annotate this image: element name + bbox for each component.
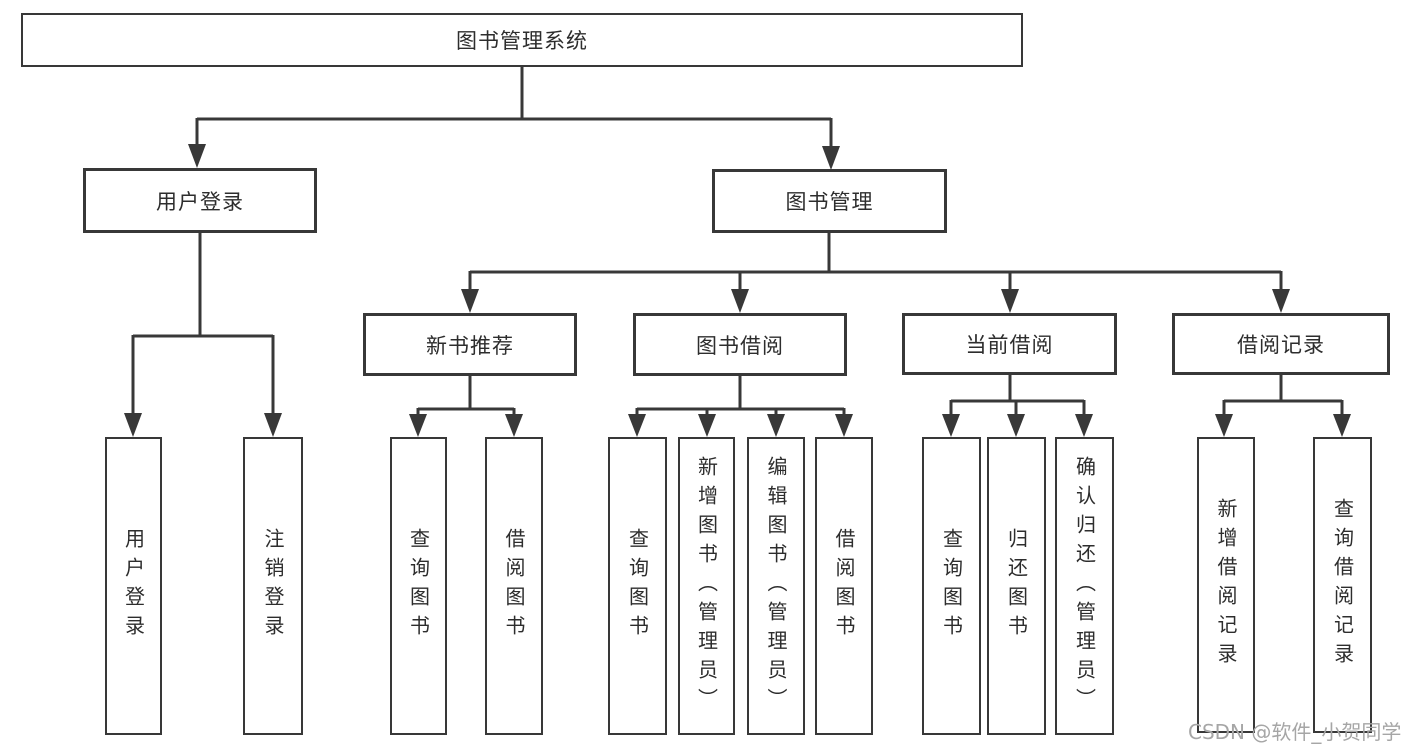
leaf-label: 注销登录 bbox=[261, 528, 285, 644]
leaf-borrow-books: 借阅图书 bbox=[815, 437, 873, 735]
leaf-edit-books-admin: 编辑图书（管理员） bbox=[747, 437, 805, 735]
node-label: 用户登录 bbox=[156, 189, 244, 214]
node-borrow-records: 借阅记录 bbox=[1172, 313, 1390, 375]
leaf-query-books-current: 查询图书 bbox=[922, 437, 981, 735]
arrowhead-icons bbox=[124, 144, 1351, 437]
leaf-logout: 注销登录 bbox=[243, 437, 303, 735]
leaf-label: 查询图书 bbox=[939, 528, 964, 644]
node-new-book-recommend: 新书推荐 bbox=[363, 313, 577, 376]
leaf-label: 借阅图书 bbox=[832, 528, 856, 644]
leaf-add-borrow-record: 新增借阅记录 bbox=[1197, 437, 1255, 733]
leaf-query-books-recommend: 查询图书 bbox=[390, 437, 447, 735]
leaf-label: 新增借阅记录 bbox=[1214, 498, 1238, 672]
leaf-borrow-books-recommend: 借阅图书 bbox=[485, 437, 543, 735]
node-label: 借阅记录 bbox=[1237, 333, 1325, 357]
node-label: 当前借阅 bbox=[965, 333, 1054, 357]
leaf-label: 编辑图书（管理员） bbox=[764, 455, 788, 717]
leaf-add-books-admin: 新增图书（管理员） bbox=[678, 437, 735, 735]
leaf-query-books-borrow: 查询图书 bbox=[608, 437, 667, 735]
leaf-label: 确认归还（管理员） bbox=[1072, 455, 1097, 717]
node-book-management-module: 图书管理 bbox=[712, 169, 947, 233]
leaf-label: 新增图书（管理员） bbox=[694, 455, 719, 717]
leaf-label: 用户登录 bbox=[121, 528, 146, 644]
leaf-user-login: 用户登录 bbox=[105, 437, 162, 735]
node-current-borrowing: 当前借阅 bbox=[902, 313, 1117, 375]
node-root-system: 图书管理系统 bbox=[21, 13, 1023, 67]
node-label: 图书借阅 bbox=[696, 333, 784, 358]
leaf-label: 查询图书 bbox=[625, 528, 650, 644]
node-user-login-module: 用户登录 bbox=[83, 168, 317, 233]
node-root-label: 图书管理系统 bbox=[456, 29, 588, 53]
leaf-label: 借阅图书 bbox=[502, 528, 526, 644]
leaf-label: 归还图书 bbox=[1004, 528, 1029, 644]
leaf-confirm-return-admin: 确认归还（管理员） bbox=[1055, 437, 1114, 735]
leaf-query-borrow-record: 查询借阅记录 bbox=[1313, 437, 1372, 733]
leaf-label: 查询图书 bbox=[406, 528, 431, 644]
node-label: 新书推荐 bbox=[426, 333, 514, 358]
csdn-watermark: CSDN @软件_小贺同学 bbox=[1188, 720, 1402, 744]
node-label: 图书管理 bbox=[785, 190, 874, 214]
leaf-return-books: 归还图书 bbox=[987, 437, 1046, 735]
node-book-borrowing: 图书借阅 bbox=[633, 313, 847, 376]
leaf-label: 查询借阅记录 bbox=[1330, 498, 1355, 672]
